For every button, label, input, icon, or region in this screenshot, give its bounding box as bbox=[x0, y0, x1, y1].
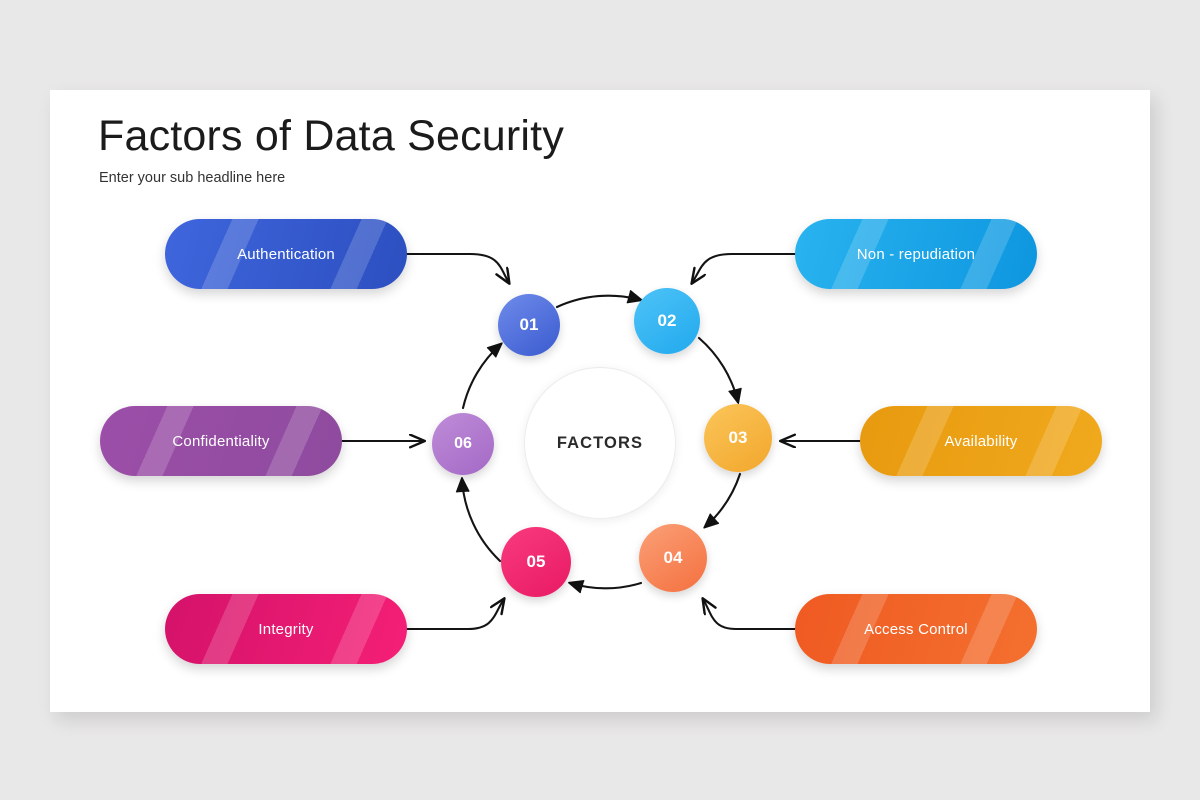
node-label: 04 bbox=[663, 548, 683, 567]
node-03[interactable]: 03 bbox=[704, 404, 772, 472]
node-01[interactable]: 01 bbox=[498, 294, 560, 356]
node-label: 03 bbox=[728, 428, 748, 447]
hub-center-label: FACTORS bbox=[556, 433, 644, 452]
node-label: 01 bbox=[519, 315, 539, 334]
node-label: 02 bbox=[657, 311, 677, 330]
pill-label: Integrity bbox=[258, 620, 314, 638]
pill-label: Access Control bbox=[864, 620, 968, 638]
pill-label: Non - repudiation bbox=[856, 245, 976, 263]
pill-authentication[interactable]: Authentication bbox=[165, 219, 407, 289]
node-02[interactable]: 02 bbox=[634, 288, 700, 354]
node-04[interactable]: 04 bbox=[639, 524, 707, 592]
pill-non-repudiation[interactable]: Non - repudiation bbox=[795, 219, 1037, 289]
page-subtitle: Enter your sub headline here bbox=[99, 170, 286, 186]
pill-availability[interactable]: Availability bbox=[860, 406, 1102, 476]
pill-integrity[interactable]: Integrity bbox=[165, 594, 407, 664]
pill-label: Authentication bbox=[237, 245, 335, 263]
pill-label: Availability bbox=[944, 432, 1018, 450]
node-label: 06 bbox=[454, 435, 472, 452]
pill-confidentiality[interactable]: Confidentiality bbox=[100, 406, 342, 476]
pill-access-control[interactable]: Access Control bbox=[795, 594, 1037, 664]
pill-label: Confidentiality bbox=[172, 432, 270, 450]
hub-center-circle: FACTORS bbox=[524, 367, 676, 519]
node-05[interactable]: 05 bbox=[501, 527, 571, 597]
node-label: 05 bbox=[526, 552, 546, 571]
node-06[interactable]: 06 bbox=[432, 413, 494, 475]
page-title: Factors of Data Security bbox=[98, 112, 565, 160]
